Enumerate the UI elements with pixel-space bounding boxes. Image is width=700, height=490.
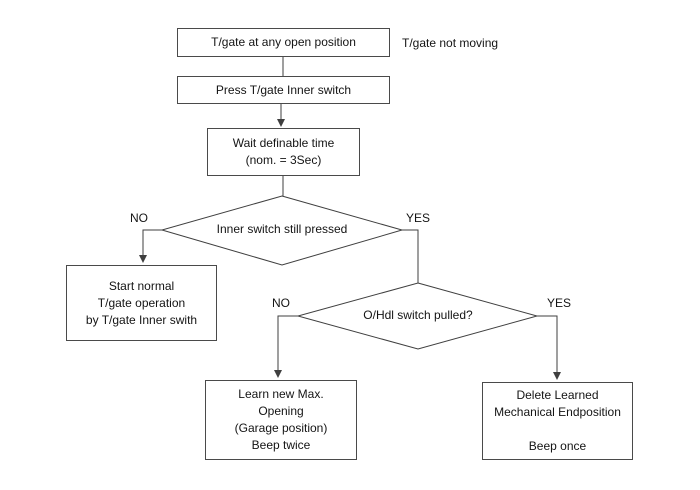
- node-delete-endposition: Delete Learned Mechanical Endposition Be…: [482, 382, 633, 460]
- decision2-label: O/Hdl switch pulled?: [363, 308, 473, 322]
- node-delete-endposition-line-2: Mechanical Endposition: [494, 405, 621, 419]
- node-learn-max-opening: Learn new Max. Opening (Garage position)…: [205, 380, 357, 460]
- node-start-normal-line-2: T/gate operation: [97, 295, 186, 310]
- node-start-normal-line-3: by T/gate Inner swith: [85, 312, 198, 327]
- node-wait-line-2: (nom. = 3Sec): [245, 153, 322, 167]
- decision2-diamond-shape: [296, 282, 539, 350]
- node-learn-max-line-2: Opening: [258, 404, 304, 418]
- node-learn-max-line-3: (Garage position): [234, 421, 328, 435]
- decision1-label: Inner switch still pressed: [216, 222, 348, 236]
- node-delete-endposition-line-4: Beep once: [528, 439, 587, 453]
- node-delete-endposition-line-3: [483, 421, 632, 438]
- node-press-switch: Press T/gate Inner switch: [177, 76, 390, 104]
- decision2-no-label: NO: [272, 296, 290, 310]
- node-start-normal-operation: Start normal T/gate operation by T/gate …: [66, 265, 217, 341]
- decision1-yes-label: YES: [406, 211, 431, 225]
- connector-decision2-no: [277, 315, 298, 371]
- arrowhead-decision1-no: [139, 255, 147, 263]
- connector-decision1-yes: [402, 229, 419, 283]
- node-wait-line-1: Wait definable time: [232, 136, 335, 150]
- node-press-switch-label: Press T/gate Inner switch: [215, 82, 352, 97]
- node-learn-max-line-4: Beep twice: [251, 438, 311, 452]
- node-start-condition-label: T/gate at any open position: [211, 35, 356, 49]
- arrowhead-decision2-yes: [553, 372, 561, 380]
- node-wait-time: Wait definable time (nom. = 3Sec): [207, 128, 360, 176]
- arrowhead-decision2-no: [274, 370, 282, 378]
- arrowhead-press-to-wait: [277, 119, 285, 127]
- decision1-no-label: NO: [130, 211, 148, 225]
- connector-decision2-yes: [537, 315, 558, 373]
- decision1-diamond-shape: [160, 195, 404, 266]
- status-note-label: T/gate not moving: [402, 36, 499, 50]
- node-learn-max-line-1: Learn new Max.: [238, 387, 324, 401]
- node-start-condition: T/gate at any open position: [177, 28, 390, 57]
- decision2-yes-label: YES: [547, 296, 572, 310]
- node-delete-endposition-line-1: Delete Learned: [516, 388, 599, 402]
- connector-decision1-no: [142, 229, 162, 256]
- node-start-normal-line-1: Start normal: [108, 278, 175, 293]
